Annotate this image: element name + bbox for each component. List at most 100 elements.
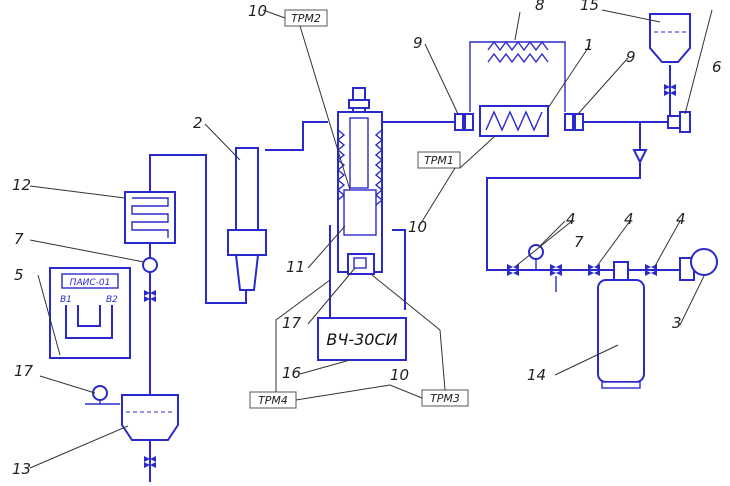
- leader-trm3: [371, 274, 446, 391]
- valve-mid: [550, 264, 562, 276]
- leader-7-left: [29, 239, 145, 263]
- leader-10-bottom: [295, 384, 423, 401]
- valve-left-vertical: [144, 290, 156, 302]
- generator-box: [317, 317, 407, 361]
- cylinder-14: [597, 261, 645, 389]
- leader-2: [204, 123, 241, 161]
- pais-5: ПАИС-01 В1 В2: [49, 267, 131, 359]
- vessel15-body: [649, 13, 691, 63]
- trm4-text: ТРМ4: [258, 394, 288, 407]
- furnace-1: [479, 105, 549, 137]
- gauge-7-left: [142, 257, 158, 302]
- leader-5: [37, 274, 61, 356]
- pipe-gas-line: [486, 122, 641, 271]
- gas-line-valves: [507, 244, 657, 292]
- leader-6: [684, 9, 713, 115]
- reactor-coil-left: [336, 129, 346, 201]
- leader-12: [29, 185, 126, 199]
- callout-7-right: 7: [574, 233, 584, 251]
- reactor-11: [336, 87, 384, 275]
- callout-17-left: 17: [14, 362, 34, 380]
- leader-17-left: [39, 375, 96, 394]
- leader-10-mid: [417, 167, 456, 229]
- separator-base: [227, 229, 267, 256]
- flange-right-a: [564, 113, 574, 131]
- cooler-12: [124, 191, 176, 244]
- cylinder-base: [601, 381, 641, 389]
- pipe-separator-to-cooler: [149, 154, 247, 304]
- callout-9-left: 9: [413, 34, 423, 52]
- separator-2: [227, 147, 267, 291]
- callout-12: 12: [12, 176, 31, 194]
- callout-11: 11: [286, 258, 305, 276]
- valve6-actuator: [679, 111, 691, 133]
- leader-8: [514, 11, 521, 41]
- pais-u-outer: [65, 305, 113, 339]
- leader-15: [601, 9, 661, 23]
- gauge-17-left: [92, 385, 108, 404]
- callout-10-bottom: 10: [390, 366, 409, 384]
- flange-right-b: [574, 113, 584, 131]
- callout-13: 13: [12, 460, 31, 478]
- leader-trm1-furnace: [459, 135, 496, 169]
- generator-label: ВЧ-30СИ: [326, 330, 397, 349]
- trm1-box: [417, 151, 461, 169]
- callout-8: 8: [535, 0, 545, 14]
- leader-16: [299, 359, 351, 375]
- leader-trm4: [275, 279, 331, 392]
- heater-zigzag-2: [487, 52, 549, 64]
- cylinder-valve: [613, 261, 629, 281]
- leader-4-c: [654, 220, 681, 267]
- leader-17-mid: [307, 267, 356, 325]
- callout-2: 2: [193, 114, 203, 132]
- callout-4-a: 4: [566, 210, 576, 228]
- flange-left-b: [464, 113, 474, 131]
- trm3-text: ТРМ3: [430, 392, 460, 405]
- reactor-inner-tube: [349, 117, 369, 189]
- leader-9-right: [577, 57, 629, 115]
- pipe-reactor-to-separator: [265, 121, 328, 151]
- callout-1: 1: [584, 36, 594, 54]
- callout-15: 15: [580, 0, 599, 14]
- pais-b1: В1: [60, 295, 72, 305]
- callout-6: 6: [712, 58, 722, 76]
- leader-11: [307, 225, 346, 269]
- callout-9-right: 9: [626, 48, 636, 66]
- vessel-15: [649, 13, 691, 96]
- valve-4-b: [588, 264, 600, 276]
- flange-left-a: [454, 113, 464, 131]
- pais-b2: В2: [106, 295, 118, 305]
- callout-4-c: 4: [676, 210, 686, 228]
- flange-9-left: [454, 113, 474, 131]
- valve6-body: [667, 115, 681, 129]
- leader-3: [679, 275, 705, 326]
- valve-4-c: [645, 264, 657, 276]
- pipe-bypass: [469, 41, 566, 112]
- valve-4-a: [507, 264, 519, 276]
- leader-4-a: [515, 220, 573, 267]
- instrument-boxes: ТРМ2 ТРМ1 ТРМ3 ТРМ4: [249, 9, 469, 409]
- leader-10-top: [262, 9, 286, 19]
- flange-9-right: [564, 113, 584, 131]
- callout-4-b: 4: [624, 210, 634, 228]
- trm1-text: ТРМ1: [424, 154, 454, 167]
- reactor-top-flange: [348, 99, 370, 109]
- reactor-coil-right: [374, 129, 384, 206]
- furnace-coil: [485, 110, 543, 132]
- pais-header: [61, 273, 119, 289]
- callout-10-mid: 10: [408, 218, 427, 236]
- callout-7-left: 7: [14, 230, 24, 248]
- valve-6: [667, 111, 691, 133]
- check-valve: [632, 149, 648, 165]
- leader-trm2-reactor: [299, 25, 351, 191]
- callout-10-top: 10: [248, 2, 267, 20]
- tank13-valve: [144, 456, 156, 468]
- gauge17-dial: [92, 385, 108, 401]
- compressor-wheel: [690, 248, 718, 276]
- gauge-7-right: [528, 244, 544, 260]
- leader-4-b: [596, 220, 631, 267]
- vessel15-valve: [664, 84, 676, 96]
- callout-numbers: 10 8 15 9 1 9 6 2 10 12 4 7 4 4 7 5 11 3…: [12, 0, 722, 478]
- pipe-gen-right: [392, 229, 406, 310]
- leader-9-left: [424, 43, 459, 115]
